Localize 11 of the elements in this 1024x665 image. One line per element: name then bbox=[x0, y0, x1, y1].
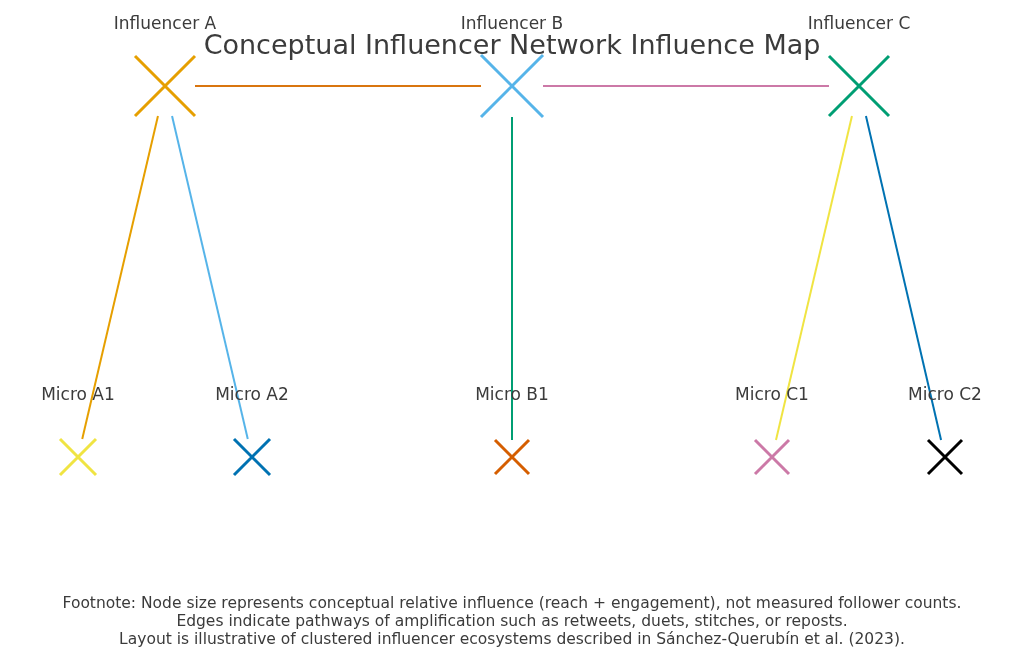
connector-line bbox=[864, 115, 943, 441]
connector-line bbox=[81, 115, 159, 440]
connector-line bbox=[194, 85, 482, 87]
connector-line bbox=[171, 115, 249, 440]
footnote-text: Footnote: Node size represents conceptual relative influence (reach + engagement), not measured follower counts. bbox=[62, 594, 962, 612]
connector-line bbox=[542, 85, 830, 87]
connector-line bbox=[511, 116, 513, 441]
footnote-text: Layout is illustrative of clustered influencer ecosystems described in Sánchez-Querubín et al. (2023). bbox=[119, 630, 905, 648]
connector-line bbox=[775, 115, 853, 441]
footnote-text: Edges indicate pathways of amplification such as retweets, duets, stitches, or reposts. bbox=[176, 612, 848, 630]
node-label: Micro C1 bbox=[735, 384, 809, 404]
